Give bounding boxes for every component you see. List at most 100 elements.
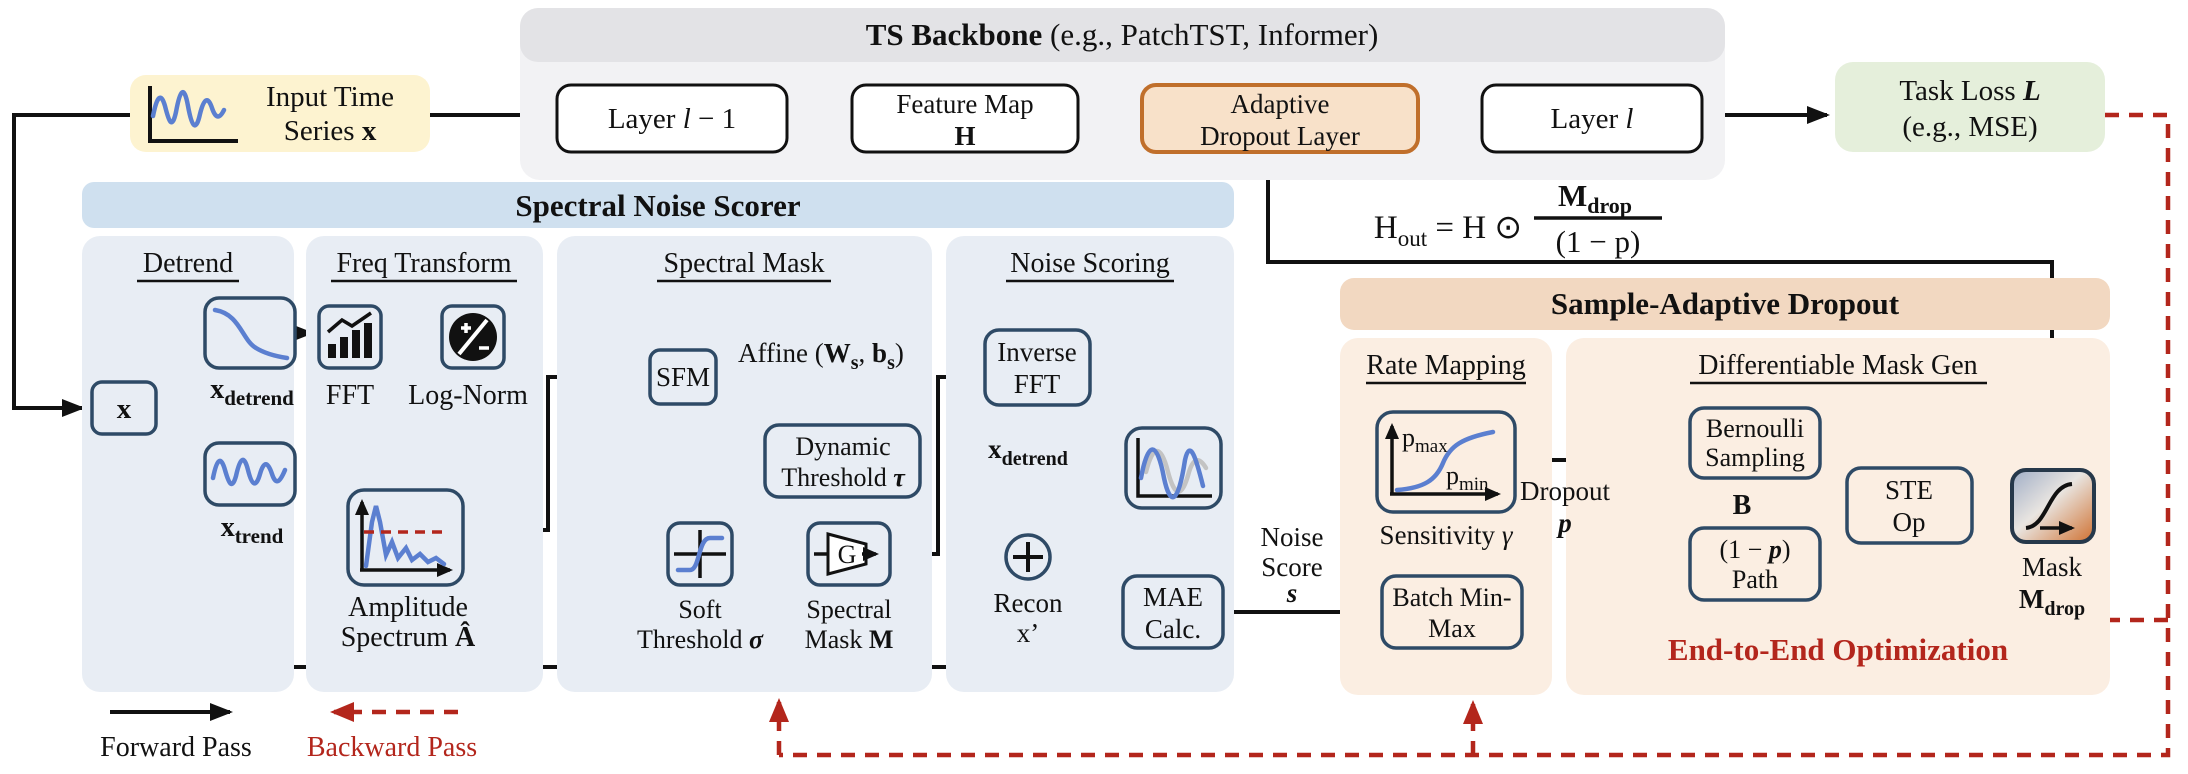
mask-gen-heading: Differentiable Mask Gen bbox=[1698, 350, 1977, 381]
backbone-title: TS Backbone (e.g., PatchTST, Informer) bbox=[866, 17, 1379, 52]
dynamic-threshold-label2: Threshold τ bbox=[781, 463, 906, 492]
pmax-label: pmax bbox=[1402, 423, 1448, 457]
layer-prev-label: Layer l − 1 bbox=[608, 103, 736, 135]
dropout-title: Sample-Adaptive Dropout bbox=[1551, 286, 1900, 321]
dropout-header bbox=[1340, 278, 2110, 330]
x-trend-label: xtrend bbox=[221, 512, 284, 548]
detrend-curve bbox=[212, 307, 290, 361]
recon-label1: Recon bbox=[994, 588, 1063, 618]
bernoulli-label1: Bernoulli bbox=[1706, 414, 1804, 443]
dropout-p-label: Dropout bbox=[1520, 476, 1610, 506]
fft-label: FFT bbox=[326, 380, 374, 411]
formula-lhs: Hout = H ⊙ bbox=[1374, 210, 1522, 251]
input-box bbox=[130, 75, 430, 152]
ste-label2: Op bbox=[1893, 507, 1926, 537]
spectral-mask-label2: Mask M bbox=[805, 625, 894, 654]
task-loss-label1: Task Loss L bbox=[1899, 75, 2040, 107]
input-time-series: Input Time Series x bbox=[130, 75, 430, 152]
legend: Forward Pass Backward Pass bbox=[100, 702, 477, 763]
x-box bbox=[90, 380, 158, 436]
detrend-heading: Detrend bbox=[143, 248, 233, 279]
amplitude-label1: Amplitude bbox=[348, 592, 468, 623]
gate-glyph: G bbox=[814, 532, 879, 576]
layer-prev-box bbox=[555, 83, 789, 154]
fft-icon-bars bbox=[326, 311, 372, 358]
sfm-box bbox=[648, 348, 718, 406]
layer-next-box bbox=[1480, 83, 1704, 154]
trend-wave bbox=[210, 457, 288, 487]
soft-threshold-label1: Soft bbox=[678, 595, 722, 624]
dropout-p-symbol: p bbox=[1556, 508, 1572, 538]
rate-curve-glyph bbox=[1385, 423, 1501, 501]
backward-pass-label: Backward Pass bbox=[307, 732, 477, 763]
timeseries-icon bbox=[148, 86, 238, 143]
batch-minmax-label2: Max bbox=[1428, 614, 1476, 643]
backbone-header bbox=[520, 8, 1725, 62]
amplitude-spectrum-glyph bbox=[355, 499, 453, 577]
feature-map-symbol: H bbox=[954, 121, 975, 151]
b-symbol: B bbox=[1733, 490, 1752, 521]
inverse-fft-label1: Inverse bbox=[997, 337, 1076, 367]
feature-map-box bbox=[850, 83, 1080, 154]
ste-box bbox=[1845, 466, 1974, 545]
inverse-fft-label2: FFT bbox=[1014, 369, 1061, 399]
ts-backbone-section: TS Backbone (e.g., PatchTST, Informer) L… bbox=[520, 8, 1725, 180]
affine-label: Affine (Ws, bs) bbox=[738, 338, 904, 374]
task-loss-box bbox=[1835, 62, 2105, 152]
recon-label2: x’ bbox=[1017, 618, 1040, 648]
task-loss-label2: (e.g., MSE) bbox=[1902, 111, 2037, 143]
spectral-noise-scorer: Spectral Noise Scorer Detrend x xdetrend… bbox=[82, 182, 1324, 692]
soft-threshold-glyph bbox=[674, 530, 726, 578]
batch-minmax-box bbox=[1380, 574, 1524, 650]
mae-label2: Calc. bbox=[1145, 614, 1201, 644]
dynamic-threshold-box bbox=[763, 423, 922, 499]
input-label2: Series x bbox=[284, 115, 377, 147]
freq-heading: Freq Transform bbox=[336, 248, 511, 279]
batch-minmax-label1: Batch Min- bbox=[1392, 583, 1511, 612]
amplitude-label2: Spectrum Â bbox=[341, 622, 476, 653]
input-label1: Input Time bbox=[266, 81, 394, 113]
formula-numerator: Mdrop bbox=[1558, 178, 1632, 218]
timeseries-icon-axes bbox=[148, 86, 238, 143]
adaptive-dropout-label1: Adaptive bbox=[1231, 89, 1330, 119]
mae-label1: MAE bbox=[1143, 582, 1203, 612]
recon-compare-glyph bbox=[1136, 438, 1212, 500]
mae-box bbox=[1121, 574, 1225, 650]
sfm-label: SFM bbox=[656, 362, 710, 392]
formula-denominator: (1 − p) bbox=[1556, 224, 1641, 259]
spectral-mask-heading: Spectral Mask bbox=[664, 248, 825, 279]
noise-score-symbol: s bbox=[1286, 578, 1298, 608]
log-norm-icon-glyph bbox=[449, 313, 497, 361]
gate-letter: G bbox=[838, 540, 857, 569]
x-detrend-label: xdetrend bbox=[210, 374, 294, 410]
forward-pass-label: Forward Pass bbox=[100, 732, 252, 763]
noise-xdetrend-label: xdetrend bbox=[988, 434, 1068, 470]
noise-score-label1: Noise bbox=[1261, 522, 1324, 552]
mask-gradient-glyph bbox=[2025, 482, 2075, 535]
mask-symbol: Mdrop bbox=[2019, 584, 2085, 620]
plus-glyph bbox=[1013, 542, 1043, 572]
one-minus-p-label1: (1 − p) bbox=[1720, 535, 1791, 564]
x-label: x bbox=[117, 393, 132, 425]
ste-label1: STE bbox=[1885, 475, 1933, 505]
timeseries-icon-wave bbox=[150, 90, 227, 128]
log-norm-label: Log-Norm bbox=[408, 380, 528, 411]
feature-map-label: Feature Map bbox=[896, 89, 1033, 119]
noise-score-label2: Score bbox=[1261, 552, 1322, 582]
end-to-end-label: End-to-End Optimization bbox=[1668, 632, 2008, 667]
one-minus-p-label2: Path bbox=[1732, 565, 1778, 594]
backward-pass-connectors bbox=[769, 112, 2171, 758]
sample-adaptive-dropout: Sample-Adaptive Dropout Rate Mapping pma… bbox=[1340, 278, 2110, 695]
sensitivity-label: Sensitivity γ bbox=[1380, 520, 1514, 550]
adaptive-dropout-label2: Dropout Layer bbox=[1200, 121, 1360, 151]
noise-scoring-heading: Noise Scoring bbox=[1010, 248, 1169, 279]
layer-next-label: Layer l bbox=[1551, 103, 1634, 135]
one-minus-p-box bbox=[1688, 526, 1822, 602]
rate-mapping-heading: Rate Mapping bbox=[1366, 350, 1525, 381]
recon-compare-icon bbox=[1124, 426, 1223, 510]
inverse-fft-box bbox=[983, 328, 1092, 407]
soft-threshold-label2: Threshold σ bbox=[637, 625, 764, 654]
mask-label: Mask bbox=[2022, 552, 2082, 582]
